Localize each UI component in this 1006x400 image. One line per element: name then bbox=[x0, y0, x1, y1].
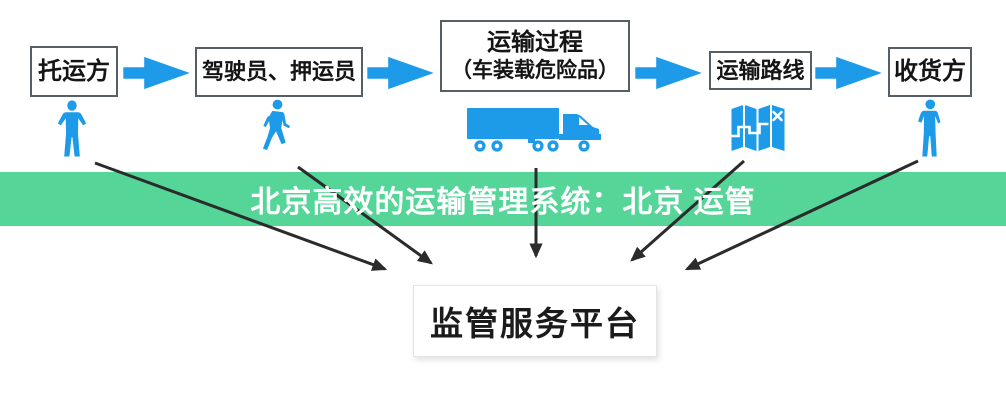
folded-map-icon bbox=[729, 105, 785, 151]
platform-box: 监管服务平台 bbox=[400, 285, 670, 372]
person-walking-icon bbox=[262, 99, 291, 151]
node-transport-process-sublabel: （车装载危险品） bbox=[451, 58, 619, 82]
title-banner-text: 北京高效的运输管理系统：北京 运管 bbox=[250, 186, 756, 219]
person-standing-icon bbox=[57, 100, 87, 157]
node-route-label: 运输路线 bbox=[716, 57, 805, 83]
flow-arrow-icon bbox=[635, 56, 702, 90]
truck-icon bbox=[467, 108, 601, 152]
flow-arrow-icon bbox=[123, 56, 190, 90]
flow-arrow-icon bbox=[367, 56, 434, 90]
convergence-arrow-line bbox=[684, 159, 919, 271]
node-shipper-label: 托运方 bbox=[38, 57, 110, 85]
convergence-arrow-line bbox=[94, 161, 388, 271]
convergence-arrow-line bbox=[297, 165, 433, 265]
node-shipper-box: 托运方 bbox=[30, 46, 118, 97]
node-transport-process-box: 运输过程 （车装载危险品） bbox=[440, 20, 630, 92]
node-driver-escort-label: 驾驶员、押运员 bbox=[201, 59, 356, 85]
convergence-arrow-line bbox=[630, 159, 745, 262]
flow-arrow-icon bbox=[815, 56, 882, 90]
node-route-box: 运输路线 bbox=[709, 51, 812, 90]
node-receiver-box: 收货方 bbox=[888, 47, 972, 97]
platform-label: 监管服务平台 bbox=[430, 305, 640, 342]
node-driver-escort-box: 驾驶员、押运员 bbox=[195, 47, 363, 97]
node-transport-process-label: 运输过程 bbox=[487, 28, 583, 56]
node-receiver-label: 收货方 bbox=[894, 58, 966, 85]
person-receiver-icon bbox=[918, 99, 941, 157]
